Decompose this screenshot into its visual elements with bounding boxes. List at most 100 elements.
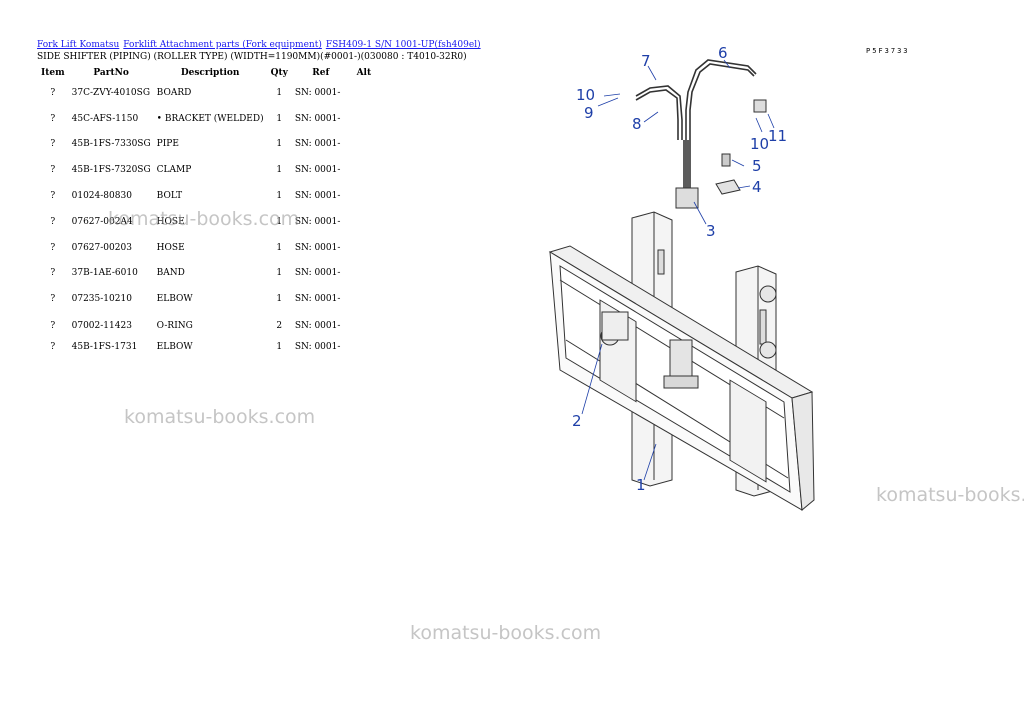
cell-description: CLAMP xyxy=(156,165,192,176)
cell-alt xyxy=(350,106,378,132)
cell-item: ? xyxy=(50,139,56,150)
cell-partno: 45B-1FS-7330SG xyxy=(71,139,151,150)
cell-ref: SN: 0001- xyxy=(294,268,341,279)
cell-alt xyxy=(350,312,378,340)
cell-alt xyxy=(350,183,378,209)
breadcrumb-link-model[interactable]: FSH409-1 S/N 1001-UP(fsh409el) xyxy=(325,40,481,50)
cell-partno: 45B-1FS-1731 xyxy=(71,342,138,353)
header-description: Description xyxy=(180,68,240,78)
diagram-code: P5F3733 xyxy=(866,47,910,55)
cell-ref: SN: 0001- xyxy=(294,87,341,98)
cell-partno: 07235-10210 xyxy=(71,294,132,305)
cell-qty: 1 xyxy=(276,294,283,305)
cell-alt xyxy=(350,157,378,183)
parts-diagram: 1 2 3 4 5 6 7 8 9 10 10 11 xyxy=(548,44,815,511)
callout-9: 9 xyxy=(584,104,594,122)
cell-alt xyxy=(350,261,378,287)
cell-qty: 1 xyxy=(276,342,283,353)
cell-partno: 45B-1FS-7320SG xyxy=(71,165,151,176)
cell-description: PIPE xyxy=(156,139,179,150)
cell-alt xyxy=(350,286,378,312)
cell-qty: 1 xyxy=(276,113,283,124)
cell-description: ELBOW xyxy=(156,342,193,353)
callout-11: 11 xyxy=(768,127,787,145)
pipe-assembly xyxy=(635,59,757,200)
cell-partno: 37C-ZVY-4010SG xyxy=(71,87,151,98)
cell-ref: SN: 0001- xyxy=(294,216,341,227)
cell-alt xyxy=(350,235,378,261)
callout-8: 8 xyxy=(632,115,642,133)
cell-partno: 45C-AFS-1150 xyxy=(71,113,139,124)
cell-partno: 07002-11423 xyxy=(71,321,132,332)
table-row: ? 07627-00203 HOSE 1 SN: 0001- xyxy=(37,235,378,261)
cell-qty: 1 xyxy=(276,268,283,279)
callout-3: 3 xyxy=(706,222,716,240)
cell-description: HOSE xyxy=(156,216,185,227)
callout-7: 7 xyxy=(641,52,651,70)
table-row: ? 45B-1FS-7320SG CLAMP 1 SN: 0001- xyxy=(37,157,378,183)
cell-item: ? xyxy=(50,191,56,202)
breadcrumb-link-forklift-komatsu[interactable]: Fork Lift Komatsu xyxy=(37,40,120,50)
cell-ref: SN: 0001- xyxy=(294,165,341,176)
table-row: ? 07235-10210 ELBOW 1 SN: 0001- xyxy=(37,286,378,312)
table-row: ? 01024-80830 BOLT 1 SN: 0001- xyxy=(37,183,378,209)
cell-item: ? xyxy=(50,113,56,124)
cell-ref: SN: 0001- xyxy=(294,139,341,150)
cell-description: BOARD xyxy=(156,87,192,98)
callout-10-left: 10 xyxy=(576,86,595,104)
header-alt: Alt xyxy=(356,68,372,78)
callout-labels: 1 2 3 4 5 6 7 8 9 10 10 11 xyxy=(572,44,787,494)
table-row: ? 45B-1FS-7330SG PIPE 1 SN: 0001- xyxy=(37,132,378,158)
cell-ref: SN: 0001- xyxy=(294,294,341,305)
watermark: komatsu-books.com xyxy=(410,622,602,644)
bracket-welded xyxy=(600,311,699,389)
cell-partno: 01024-80830 xyxy=(71,191,132,202)
cell-ref: SN: 0001- xyxy=(294,113,341,124)
cell-description: ELBOW xyxy=(156,294,193,305)
cell-item: ? xyxy=(50,87,56,98)
cell-qty: 1 xyxy=(276,242,283,253)
callout-4: 4 xyxy=(752,178,762,196)
parts-table: Item PartNo Description Qty Ref Alt ? 37… xyxy=(37,66,378,354)
cell-qty: 1 xyxy=(276,139,283,150)
callout-10-right: 10 xyxy=(750,135,769,153)
header-ref: Ref xyxy=(312,68,330,78)
cell-partno: 07627-00203 xyxy=(71,242,132,253)
table-header-row: Item PartNo Description Qty Ref Alt xyxy=(37,66,378,80)
header-qty: Qty xyxy=(270,68,288,78)
cell-description: BOLT xyxy=(156,191,183,202)
cell-alt xyxy=(350,209,378,235)
header-item: Item xyxy=(41,68,65,78)
cell-ref: SN: 0001- xyxy=(294,242,341,253)
header-partno: PartNo xyxy=(93,68,129,78)
cell-item: ? xyxy=(50,342,56,353)
cell-description: • BRACKET (WELDED) xyxy=(156,113,264,124)
cell-item: ? xyxy=(50,321,56,332)
cell-qty: 1 xyxy=(276,216,283,227)
table-row: ? 07002-11423 O-RING 2 SN: 0001- xyxy=(37,312,378,340)
table-row: ? 45C-AFS-1150 • BRACKET (WELDED) 1 SN: … xyxy=(37,106,378,132)
cell-qty: 2 xyxy=(276,321,283,332)
cell-description: HOSE xyxy=(156,242,185,253)
cell-ref: SN: 0001- xyxy=(294,191,341,202)
cell-partno: 07627-002A4 xyxy=(71,216,133,227)
page-subtitle: SIDE SHIFTER (PIPING) (ROLLER TYPE) (WID… xyxy=(37,52,467,62)
breadcrumb-link-attachment-parts[interactable]: Forklift Attachment parts (Fork equipmen… xyxy=(123,40,322,50)
cell-qty: 1 xyxy=(276,191,283,202)
cell-alt xyxy=(350,80,378,106)
cell-ref: SN: 0001- xyxy=(294,342,341,353)
cell-item: ? xyxy=(50,242,56,253)
cell-item: ? xyxy=(50,294,56,305)
cell-item: ? xyxy=(50,165,56,176)
table-row: ? 37B-1AE-6010 BAND 1 SN: 0001- xyxy=(37,261,378,287)
watermark: komatsu-books.com xyxy=(124,406,316,428)
cell-alt xyxy=(350,340,378,354)
cell-qty: 1 xyxy=(276,165,283,176)
cell-qty: 1 xyxy=(276,87,283,98)
cell-item: ? xyxy=(50,216,56,227)
cell-item: ? xyxy=(50,268,56,279)
clamp-assembly xyxy=(675,99,767,209)
cell-description: BAND xyxy=(156,268,185,279)
watermark: komatsu-books.com xyxy=(876,484,1024,506)
